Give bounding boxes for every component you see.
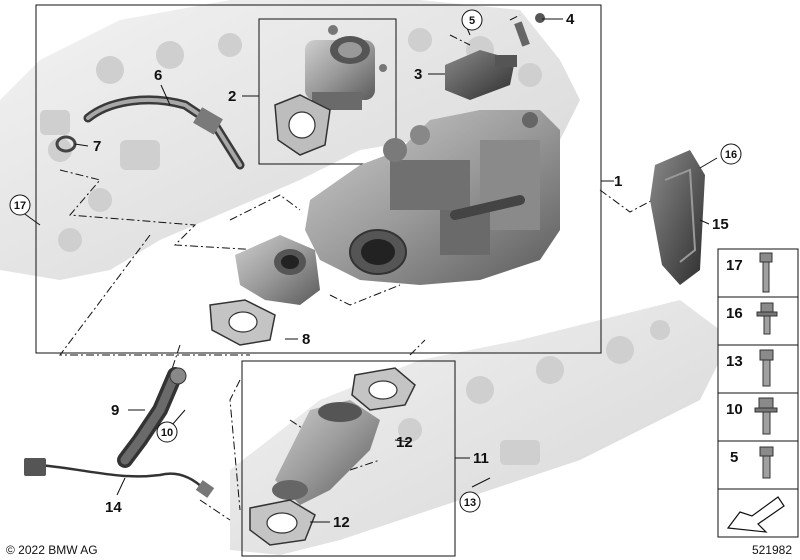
callout-5-circled: 5 bbox=[461, 9, 483, 31]
actuator-part-3 bbox=[445, 50, 517, 100]
callout-10-circled: 10 bbox=[156, 421, 178, 443]
valve-group-frame bbox=[258, 18, 397, 165]
callout-4: 4 bbox=[566, 11, 575, 28]
legend-label-13: 13 bbox=[726, 353, 743, 370]
hex-bolt-icon bbox=[759, 349, 774, 387]
egr-cooler-part-1 bbox=[305, 110, 560, 285]
long-bolt-icon bbox=[759, 252, 773, 293]
callout-12-upper: 12 bbox=[396, 434, 413, 451]
hardware-legend: 17 16 13 10 5 bbox=[717, 248, 799, 538]
callout-3: 3 bbox=[414, 66, 422, 83]
callout-1: 1 bbox=[614, 173, 622, 190]
pipe-part-6 bbox=[83, 95, 245, 170]
callout-15: 15 bbox=[712, 216, 729, 233]
diagram-number: 521982 bbox=[752, 543, 792, 557]
callout-2: 2 bbox=[228, 88, 236, 105]
callout-13-circled: 13 bbox=[459, 491, 481, 513]
main-group-frame bbox=[35, 4, 602, 354]
svg-text:10: 10 bbox=[161, 427, 173, 439]
callout-17-circled: 17 bbox=[9, 194, 31, 216]
gasket-part-12-upper bbox=[351, 367, 416, 411]
sensor-part-14 bbox=[24, 458, 215, 498]
callout-8: 8 bbox=[302, 331, 310, 348]
assembly-leader-lines bbox=[59, 14, 701, 521]
callout-7: 7 bbox=[93, 138, 101, 155]
short-bolt-icon bbox=[759, 446, 774, 479]
svg-text:17: 17 bbox=[14, 200, 26, 212]
legend-label-10: 10 bbox=[726, 401, 743, 418]
heat-shield-part-15 bbox=[650, 150, 705, 285]
callout-14: 14 bbox=[105, 499, 122, 516]
hose-part-9 bbox=[117, 367, 187, 468]
flange-pipe bbox=[235, 235, 320, 305]
flange-bolt-icon bbox=[756, 302, 778, 335]
valve-gasket bbox=[274, 94, 331, 156]
gasket-part-8 bbox=[209, 299, 276, 346]
callout-leaders bbox=[21, 18, 718, 523]
legend-label-5: 5 bbox=[730, 449, 738, 466]
legend-label-16: 16 bbox=[726, 305, 743, 322]
bolt-part-4 bbox=[514, 13, 545, 47]
svg-text:13: 13 bbox=[464, 497, 476, 509]
svg-text:16: 16 bbox=[725, 149, 737, 161]
ghost-intake-manifold bbox=[230, 300, 720, 555]
copyright-text: © 2022 BMW AG bbox=[6, 543, 98, 557]
egr-valve-part-2 bbox=[305, 25, 387, 110]
arrow-icon bbox=[726, 496, 785, 533]
gasket-part-12-lower bbox=[249, 499, 316, 546]
callout-9: 9 bbox=[111, 402, 119, 419]
flange-bolt-icon bbox=[754, 397, 778, 435]
legend-label-17: 17 bbox=[726, 257, 743, 274]
connector-pipe-part-11 bbox=[272, 400, 380, 505]
svg-text:5: 5 bbox=[469, 15, 475, 27]
callout-11: 11 bbox=[473, 450, 489, 467]
callout-12-lower: 12 bbox=[333, 514, 350, 531]
callout-6: 6 bbox=[154, 67, 162, 84]
callout-16-circled: 16 bbox=[720, 143, 742, 165]
